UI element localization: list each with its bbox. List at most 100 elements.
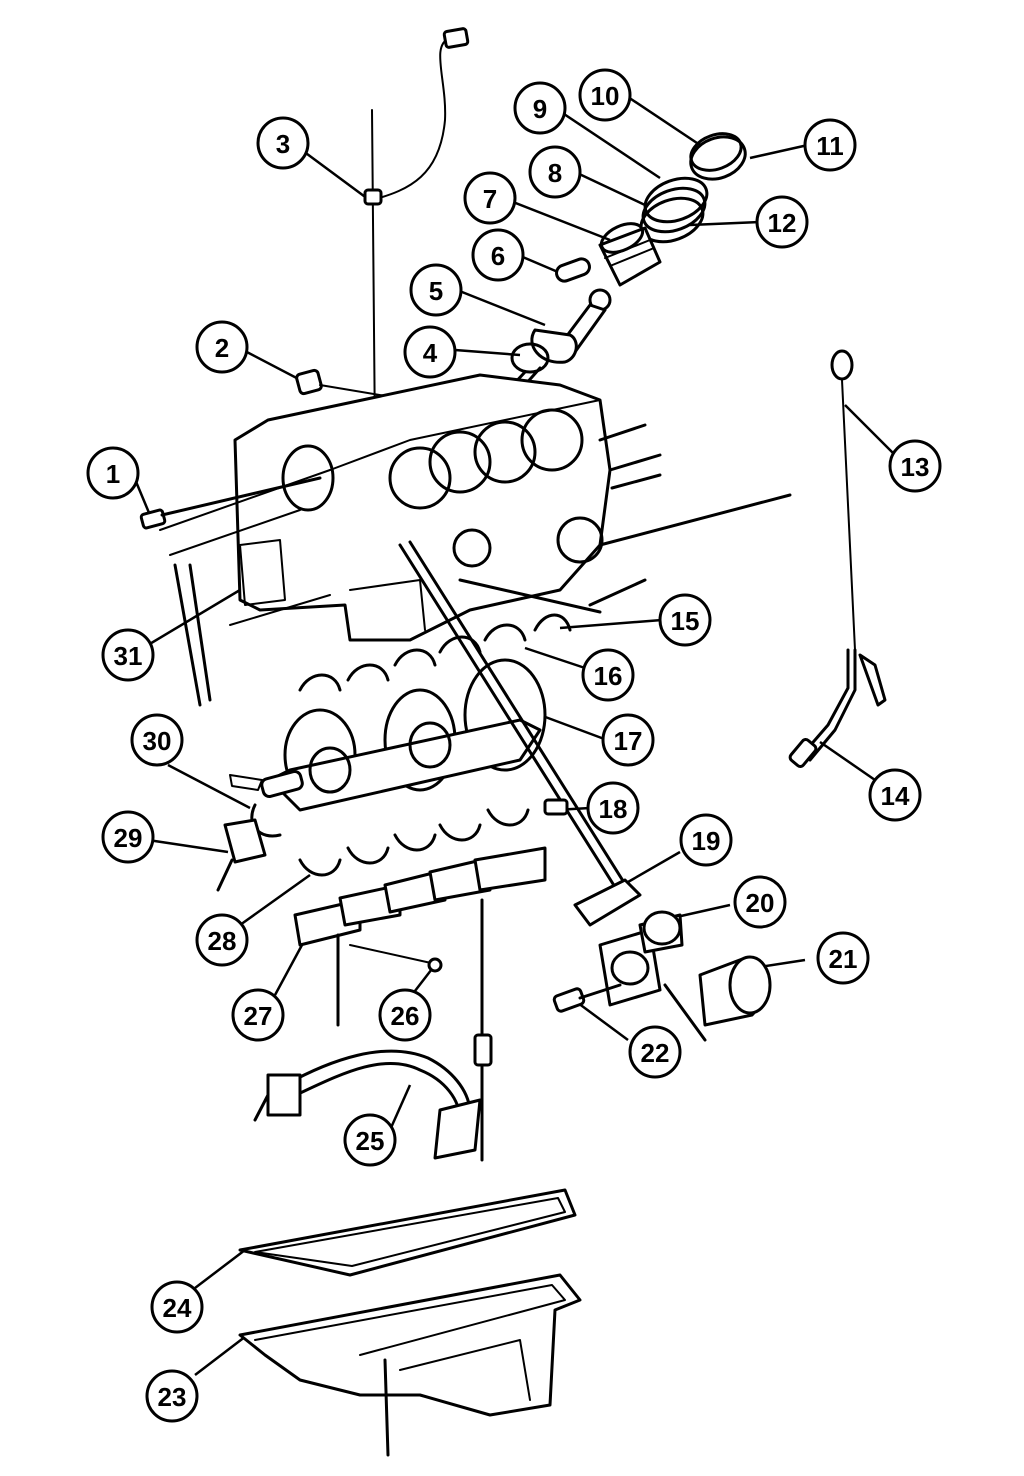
dipstick-assembly: [788, 349, 887, 768]
callout-30: 30: [130, 713, 184, 767]
callout-circle: [256, 116, 310, 170]
callout-circle: [586, 781, 640, 835]
engine-block: [159, 373, 612, 642]
callout-label: 3: [276, 129, 290, 159]
callout-circle: [145, 1369, 199, 1423]
callout-circle: [471, 228, 525, 282]
callout-circle: [888, 439, 942, 493]
callout-label: 20: [746, 888, 775, 918]
callout-circle: [679, 813, 733, 867]
callout-label: 17: [614, 726, 643, 756]
pump-drive-rod: [398, 540, 632, 897]
callout-label: 5: [429, 276, 443, 306]
callout-16: 16: [581, 648, 635, 702]
leader-lines: [130, 93, 896, 1376]
piston-rings: [639, 132, 747, 244]
callout-23: 23: [145, 1369, 199, 1423]
callout-2: 2: [195, 320, 249, 374]
callout-circle: [409, 263, 463, 317]
oil-pickup-tube: [253, 1033, 493, 1160]
callout-circle: [378, 988, 432, 1042]
callout-circle: [513, 81, 567, 135]
callout-10: 10: [578, 68, 632, 122]
callout-circle: [86, 446, 140, 500]
oil-filter-assembly: [552, 878, 772, 1042]
callout-label: 11: [816, 131, 844, 161]
callout-1: 1: [86, 446, 140, 500]
piston-assembly: [555, 222, 662, 287]
callout-31: 31: [101, 628, 155, 682]
callout-circle: [816, 931, 870, 985]
callout-circle: [403, 325, 457, 379]
callout-25: 25: [343, 1113, 397, 1167]
callout-circle: [231, 988, 285, 1042]
callout-20: 20: [733, 875, 787, 929]
callout-3: 3: [256, 116, 310, 170]
callout-label: 24: [163, 1293, 192, 1323]
callout-label: 13: [901, 452, 930, 482]
callout-label: 14: [881, 781, 910, 811]
callout-9: 9: [513, 81, 567, 135]
callout-circle: [601, 713, 655, 767]
callout-label: 29: [114, 823, 143, 853]
callout-label: 23: [158, 1382, 187, 1412]
callout-label: 4: [423, 338, 438, 368]
callout-label: 30: [143, 726, 172, 756]
callout-5: 5: [409, 263, 463, 317]
callout-label: 22: [641, 1038, 670, 1068]
callout-18: 18: [586, 781, 640, 835]
upper-main-bearings: [298, 613, 572, 692]
callout-19: 19: [679, 813, 733, 867]
callout-circle: [195, 320, 249, 374]
lower-main-bearings: [298, 808, 530, 877]
main-bearing-caps: [293, 846, 547, 1162]
callout-24: 24: [150, 1280, 204, 1334]
callout-circle: [463, 171, 517, 225]
callout-label: 19: [692, 826, 721, 856]
callout-circle: [528, 145, 582, 199]
callout-27: 27: [231, 988, 285, 1042]
oil-pan: [238, 1273, 582, 1457]
callout-circle: [101, 628, 155, 682]
callout-circle: [578, 68, 632, 122]
callout-label: 15: [671, 606, 700, 636]
callout-circle: [130, 713, 184, 767]
block-bolts: [139, 423, 792, 707]
callout-label: 6: [491, 241, 505, 271]
callout-label: 12: [768, 208, 797, 238]
callout-4: 4: [403, 325, 457, 379]
thrust-bearing: [216, 803, 282, 892]
callout-label: 18: [599, 794, 628, 824]
callout-label: 9: [533, 94, 547, 124]
connecting-rod: [530, 288, 612, 364]
callout-11: 11: [803, 118, 857, 172]
callout-label: 31: [114, 641, 143, 671]
callout-circle: [803, 118, 857, 172]
callout-15: 15: [658, 593, 712, 647]
callout-26: 26: [378, 988, 432, 1042]
callout-label: 27: [244, 1001, 273, 1031]
oil-pan-gasket: [238, 1188, 577, 1277]
callout-circle: [195, 913, 249, 967]
callout-29: 29: [101, 810, 155, 864]
callout-label: 1: [106, 459, 120, 489]
callout-circle: [150, 1280, 204, 1334]
callout-circle: [581, 648, 635, 702]
callout-circle: [733, 875, 787, 929]
callout-28: 28: [195, 913, 249, 967]
callout-label: 10: [591, 81, 620, 111]
callout-label: 7: [483, 184, 497, 214]
callout-label: 16: [594, 661, 623, 691]
callout-label: 28: [208, 926, 237, 956]
callout-label: 2: [215, 333, 229, 363]
callout-21: 21: [816, 931, 870, 985]
callout-label: 21: [829, 944, 858, 974]
callout-circle: [343, 1113, 397, 1167]
callout-22: 22: [628, 1025, 682, 1079]
callout-6: 6: [471, 228, 525, 282]
callout-circle: [755, 195, 809, 249]
callout-13: 13: [888, 439, 942, 493]
callout-8: 8: [528, 145, 582, 199]
